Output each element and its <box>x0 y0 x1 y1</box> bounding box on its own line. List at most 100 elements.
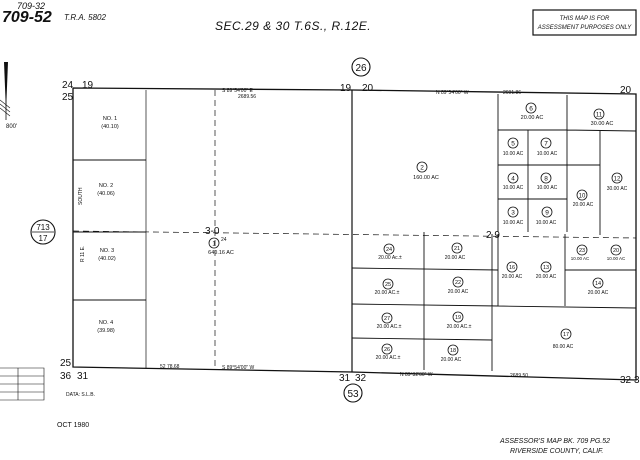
parcel-27[interactable]: 27 20.00 AC.± <box>377 312 402 330</box>
map-ref-top-circle <box>351 57 371 77</box>
parcel-area: 20.00 AC <box>588 290 609 296</box>
lot-2[interactable]: NO. 2 (40.06) <box>97 183 115 197</box>
section-29-label: 2 9 <box>486 230 500 241</box>
parcel-number-circle <box>383 243 395 255</box>
section-title: SEC.29 & 30 T.6S., R.12E. <box>215 19 371 33</box>
parcel-number-circle <box>540 261 552 273</box>
lot-4[interactable]: NO. 4 (39.98) <box>97 320 115 334</box>
map-ref-left-den: 17 <box>39 234 48 243</box>
parcel-area: 10.00 AC <box>536 220 557 226</box>
map-ref-bottom-circle <box>343 383 363 403</box>
parcel-7[interactable]: 7 10.00 AC <box>537 137 558 157</box>
parcel-number: 2 <box>420 165 424 172</box>
section-boundary <box>72 87 637 381</box>
parcel-19[interactable]: 19 20.00 AC.± <box>447 311 472 330</box>
parcel-number-circle <box>525 102 537 114</box>
lot-area: (40.10) <box>101 124 119 130</box>
data-note: DATA: S.L.B. <box>66 392 95 398</box>
parcel-4[interactable]: 4 10.00 AC <box>503 172 524 191</box>
parcel-number: 24 <box>386 247 392 253</box>
parcel-number: 1 <box>212 241 216 248</box>
parcel-number-circle <box>540 172 552 184</box>
parcel-area: 10.00 AC <box>503 220 524 226</box>
parcel-area: 10.00 AC <box>607 256 626 261</box>
parcel-14[interactable]: 14 20.00 AC <box>588 277 609 296</box>
tax-rate-area: T.R.A. 5802 <box>64 13 107 22</box>
parcel-number-circle <box>507 206 519 218</box>
parcel-number: 7 <box>544 141 548 148</box>
parcel-21[interactable]: 21 20.00 AC <box>445 242 466 261</box>
parcel-number: 17 <box>563 332 569 338</box>
parcel-area: 10.00 AC <box>503 151 524 157</box>
parcel-23[interactable]: 23 10.00 AC <box>571 244 590 261</box>
parcel-number-circle <box>452 311 464 323</box>
distance-top-right: 2691.86 <box>503 90 521 96</box>
parcel-17[interactable]: 17 80.00 AC <box>553 328 574 350</box>
parcel-16[interactable]: 16 20.00 AC <box>502 261 523 280</box>
parcel-number: 18 <box>450 348 456 354</box>
bearing-bottom-right: N 89°32'00" W <box>400 372 433 378</box>
parcel-22[interactable]: 22 20.00 AC <box>448 276 469 295</box>
lot-area: (40.02) <box>98 256 116 262</box>
parcel-number: 9 <box>545 210 549 217</box>
parcel-2[interactable]: 2 160.00 AC <box>413 161 439 181</box>
parcel-10[interactable]: 10 20.00 AC <box>573 189 594 208</box>
parcel-6[interactable]: 6 20.00 AC <box>521 102 544 121</box>
parcel-number-circle <box>208 237 220 249</box>
parcel-number: 3 <box>511 210 515 217</box>
corner-bl-b: 36 <box>60 371 72 382</box>
bearing-top-left: S 89°54'00" E <box>222 88 254 94</box>
map-ref-bottom: 53 <box>347 389 359 400</box>
notice-line-1: THIS MAP IS FOR <box>560 16 610 22</box>
parcel-area: 20.00 AC.± <box>376 355 401 361</box>
parcel-area: 20.00 Ac.± <box>378 255 402 261</box>
parcel-number-circle <box>541 206 553 218</box>
parcel-area: 10.00 AC <box>537 151 558 157</box>
parcel-25[interactable]: 25 20.00 AC.± <box>375 278 400 296</box>
parcel-number: 4 <box>511 176 515 183</box>
corner-tr-a: 20 <box>620 85 632 96</box>
section-30-label: 3-0 <box>205 226 220 237</box>
parcel-area: 30.00 AC <box>591 121 614 127</box>
parcel-area: 20.00 AC <box>536 274 557 280</box>
parcel-area: 20.00 AC <box>445 255 466 261</box>
parcel-number: 11 <box>596 113 603 119</box>
parcel-8[interactable]: 8 10.00 AC <box>537 172 558 191</box>
parcel-number-circle <box>506 261 518 273</box>
lot-3[interactable]: NO. 3 (40.02) <box>98 248 116 262</box>
distance-top-left: 2689.56 <box>238 94 256 100</box>
parcel-area: 10.00 AC <box>503 185 524 191</box>
parcel-number: 8 <box>544 176 548 183</box>
parcel-number: 22 <box>455 280 461 286</box>
parcel-number-circle <box>576 244 588 256</box>
parcel-area: 30.00 AC <box>607 186 628 192</box>
parcel-1[interactable]: 1 24 640.16 AC <box>208 237 234 256</box>
map-ref-top: 26 <box>355 63 367 74</box>
corner-bm-a: 31 <box>339 373 351 384</box>
parcel-3[interactable]: 3 10.00 AC <box>503 206 524 226</box>
parcel-number: 26 <box>384 347 390 353</box>
parcel-13[interactable]: 13 20.00 AC <box>536 261 557 280</box>
book-page-number: 709-52 <box>2 9 52 26</box>
parcel-5[interactable]: 5 10.00 AC <box>503 137 524 157</box>
map-ref-left-circle <box>30 219 56 245</box>
parcel-area: 20.00 AC <box>441 357 462 363</box>
parcel-number: 25 <box>385 282 391 288</box>
parcel-20[interactable]: 20 10.00 AC <box>607 244 626 261</box>
parcel-12[interactable]: 12 30.00 AC <box>607 172 628 192</box>
parcel-11[interactable]: 11 30.00 AC <box>591 108 614 127</box>
parcel-number-circle <box>507 137 519 149</box>
parcel-24[interactable]: 24 20.00 Ac.± <box>378 243 402 261</box>
parcel-26[interactable]: 26 20.00 AC.± <box>376 343 401 361</box>
parcel-number-circle <box>611 172 623 184</box>
parcel-18[interactable]: 18 20.00 AC <box>441 344 462 363</box>
lot-area: (39.98) <box>97 328 115 334</box>
lot-lines <box>73 159 146 301</box>
parcel-area: 80.00 AC <box>553 344 574 350</box>
parcel-area: 20.00 AC <box>573 202 594 208</box>
lot-1[interactable]: NO. 1 (40.10) <box>101 116 119 130</box>
parcel-9[interactable]: 9 10.00 AC <box>536 206 557 226</box>
bearing-top-right: N 89°54'00" W <box>436 90 469 96</box>
parcel-number: 12 <box>614 177 621 183</box>
